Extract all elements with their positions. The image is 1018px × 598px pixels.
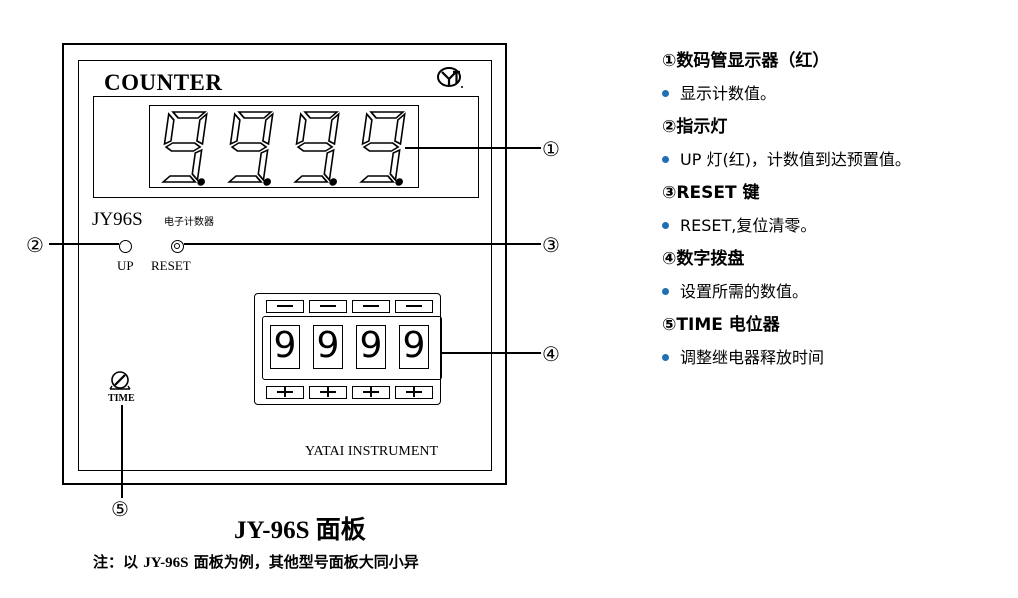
increment-button[interactable]	[395, 386, 433, 399]
led-digit	[359, 111, 406, 186]
manufacturer-label: YATAI INSTRUMENT	[305, 444, 439, 459]
callout-3: ③	[542, 233, 560, 257]
callout-4: ④	[542, 342, 560, 366]
bullet-icon	[662, 222, 669, 229]
thumbwheel-digit: 9	[270, 325, 300, 369]
thumbwheel-switch	[254, 293, 441, 405]
led-digits	[161, 111, 406, 186]
reset-button[interactable]	[171, 240, 184, 253]
led-digit	[161, 111, 208, 186]
legend: ①数码管显示器（红） 显示计数值。 ②指示灯 UP 灯(红)，计数值到达预置值。…	[662, 50, 1012, 380]
minus-icon	[320, 305, 336, 307]
device-outer-frame	[62, 43, 507, 485]
legend-item-2: UP 灯(红)，计数值到达预置值。	[662, 150, 1012, 182]
up-indicator-light	[119, 240, 132, 253]
bullet-icon	[662, 288, 669, 295]
decrement-button[interactable]	[266, 300, 304, 313]
increment-button[interactable]	[309, 386, 347, 399]
led-display	[149, 105, 419, 188]
led-digit	[227, 111, 274, 186]
decrement-button[interactable]	[352, 300, 390, 313]
model-subtitle: 电子计数器	[164, 217, 214, 228]
led-digit	[293, 111, 340, 186]
increment-button[interactable]	[352, 386, 390, 399]
time-label: TIME	[108, 393, 135, 404]
thumbwheel-digit: 9	[399, 325, 429, 369]
bullet-icon	[662, 156, 669, 163]
bullet-icon	[662, 354, 669, 361]
legend-heading-5: ⑤TIME 电位器	[662, 315, 780, 335]
time-potentiometer-icon[interactable]	[106, 367, 136, 393]
decrement-button[interactable]	[309, 300, 347, 313]
diagram-caption: JY-96S 面板	[234, 517, 366, 544]
device-panel	[78, 60, 492, 471]
legend-item-5: 调整继电器释放时间	[662, 348, 1012, 380]
callout-2: ②	[26, 233, 44, 257]
legend-heading-4: ④数字拨盘	[662, 249, 745, 269]
minus-icon	[406, 305, 422, 307]
brand-label: COUNTER	[104, 70, 223, 95]
minus-icon	[363, 305, 379, 307]
legend-heading-2: ②指示灯	[662, 117, 728, 137]
legend-item-3: RESET,复位清零。	[662, 216, 1012, 248]
up-label: UP	[117, 258, 134, 273]
brand-logo-icon	[437, 67, 463, 88]
reset-label: RESET	[151, 258, 191, 273]
legend-item-4: 设置所需的数值。	[662, 282, 1012, 314]
increment-button[interactable]	[266, 386, 304, 399]
thumbwheel-digit: 9	[313, 325, 343, 369]
legend-heading-3: ③RESET 键	[662, 183, 760, 203]
model-label: JY96S	[92, 209, 143, 230]
minus-icon	[277, 305, 293, 307]
legend-item-1: 显示计数值。	[662, 84, 1012, 116]
callout-5: ⑤	[111, 497, 129, 521]
thumbwheel-window	[262, 316, 442, 380]
decrement-button[interactable]	[395, 300, 433, 313]
thumbwheel-digit: 9	[356, 325, 386, 369]
callout-1: ①	[542, 137, 560, 161]
bullet-icon	[662, 90, 669, 97]
legend-heading-1: ①数码管显示器（红）	[662, 51, 830, 71]
diagram-note: 注：以 JY-96S 面板为例，其他型号面板大同小异	[93, 553, 419, 571]
